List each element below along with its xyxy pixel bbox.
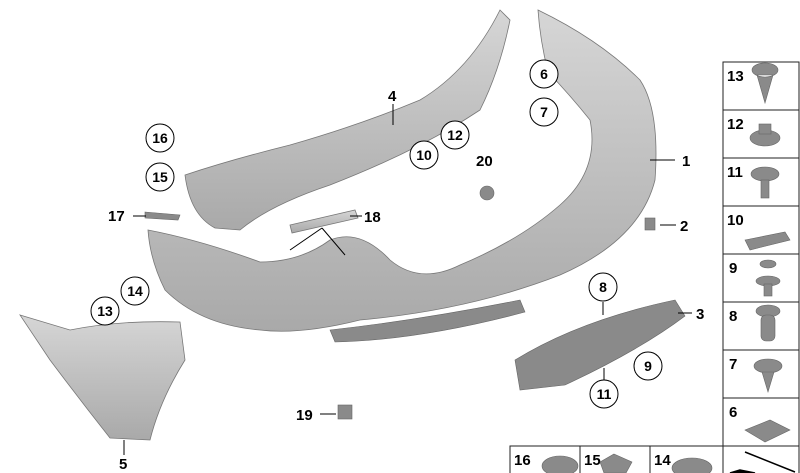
- bumper-lower-strip: [329, 299, 526, 343]
- side-bracket[interactable]: [19, 314, 186, 441]
- fastener-15: 15: [584, 452, 601, 469]
- callout-6: 6: [540, 66, 548, 82]
- callout-3: 3: [696, 306, 704, 323]
- fastener-6: 6: [729, 404, 737, 421]
- part-19[interactable]: [337, 404, 353, 420]
- callout-20: 20: [476, 153, 493, 170]
- part-17[interactable]: [144, 211, 181, 221]
- trim-strip[interactable]: [289, 209, 359, 234]
- callout-19: 19: [296, 407, 313, 424]
- callout-8: 8: [599, 279, 607, 295]
- part-2[interactable]: [644, 217, 656, 231]
- callout-17: 17: [108, 208, 125, 225]
- arrow-icon: [729, 451, 796, 473]
- callout-7: 7: [540, 104, 548, 120]
- callout-2: 2: [680, 218, 688, 235]
- fastener-16: 16: [514, 452, 531, 469]
- callout-10: 10: [416, 147, 432, 163]
- fastener-13: 13: [727, 68, 744, 85]
- callout-16: 16: [152, 130, 168, 146]
- callout-9: 9: [644, 358, 652, 374]
- fastener-row: 16 15 14: [509, 445, 724, 473]
- fastener-10: 10: [727, 212, 744, 229]
- callout-15: 15: [152, 169, 168, 185]
- part-20[interactable]: [479, 185, 495, 201]
- callout-13: 13: [97, 303, 113, 319]
- fastener-12: 12: [727, 116, 744, 133]
- bumper-carrier[interactable]: [184, 9, 511, 231]
- fastener-column: 13 12 11 10 9 8 7 6: [722, 61, 800, 473]
- callout-1: 1: [682, 153, 690, 170]
- callout-11: 11: [597, 386, 612, 402]
- callout-18: 18: [364, 209, 381, 226]
- callout-4: 4: [388, 88, 397, 105]
- fastener-11: 11: [727, 164, 743, 181]
- callout-12: 12: [447, 127, 463, 143]
- callout-5: 5: [119, 456, 127, 473]
- bumper-cover[interactable]: [147, 9, 657, 332]
- underbody-panel[interactable]: [514, 299, 686, 391]
- callout-14: 14: [127, 283, 143, 299]
- fastener-8: 8: [729, 308, 737, 325]
- fastener-7: 7: [729, 356, 737, 373]
- fastener-9: 9: [729, 260, 737, 277]
- fastener-14: 14: [654, 452, 671, 469]
